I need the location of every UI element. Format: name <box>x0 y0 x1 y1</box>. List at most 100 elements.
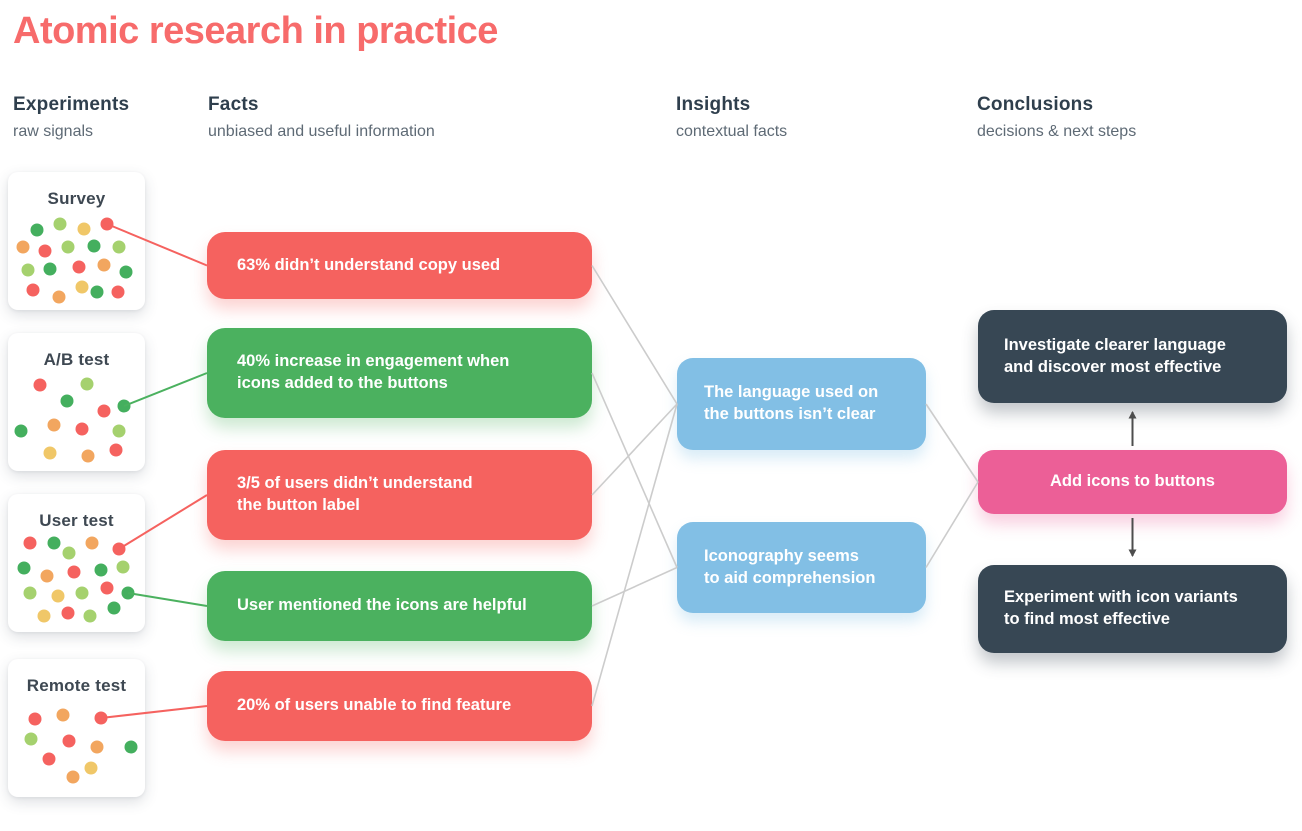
column-header-facts: Facts unbiased and useful information <box>208 94 435 141</box>
experiment-link-dot <box>117 399 131 413</box>
column-subtitle: raw signals <box>13 123 94 140</box>
conclusion-box-experiment: Experiment with icon variants to find mo… <box>978 565 1287 653</box>
experiment-dot <box>109 443 123 457</box>
connector-line <box>591 403 678 707</box>
experiment-dot <box>112 240 126 254</box>
conclusion-box-add-icons: Add icons to buttons <box>978 450 1287 514</box>
experiment-link-dot <box>100 217 114 231</box>
experiment-dot <box>23 586 37 600</box>
experiment-dot <box>75 422 89 436</box>
experiment-dot <box>112 424 126 438</box>
experiment-dot <box>62 734 76 748</box>
experiment-dot <box>42 752 56 766</box>
conclusion-text: Add icons to buttons <box>1050 472 1215 491</box>
column-subtitle: contextual facts <box>676 123 788 140</box>
experiment-dot <box>80 377 94 391</box>
fact-box-1: 63% didn’t understand copy used <box>207 232 592 299</box>
column-subtitle: unbiased and useful information <box>208 123 435 140</box>
column-subtitle: decisions & next steps <box>977 123 1137 140</box>
experiment-card-title: User test <box>39 511 114 530</box>
fact-text: 40% increase in engagement when icons ad… <box>237 352 510 392</box>
experiment-dot <box>66 770 80 784</box>
fact-box-4: User mentioned the icons are helpful <box>207 571 592 641</box>
conclusion-text: Experiment with icon variants to find mo… <box>1004 588 1238 628</box>
experiment-dot <box>67 565 81 579</box>
experiment-card-title: Remote test <box>26 676 127 695</box>
experiment-dot <box>52 290 66 304</box>
experiment-card-survey: Survey <box>8 172 145 310</box>
experiment-dot <box>16 240 30 254</box>
experiment-dot <box>107 601 121 615</box>
experiment-dot <box>33 378 47 392</box>
fact-box-2: 40% increase in engagement when icons ad… <box>207 328 592 418</box>
page-title: Atomic research in practice <box>13 10 498 52</box>
experiment-dot <box>116 560 130 574</box>
experiment-dot <box>60 394 74 408</box>
experiment-dot <box>40 569 54 583</box>
column-title: Experiments <box>13 94 130 115</box>
experiment-dot <box>97 258 111 272</box>
connector-line <box>591 265 678 405</box>
experiment-dot <box>75 586 89 600</box>
fact-box-3: 3/5 of users didn’t understand the butto… <box>207 450 592 540</box>
experiment-dot <box>85 536 99 550</box>
experiment-dot <box>28 712 42 726</box>
experiment-dot <box>124 740 138 754</box>
connector-line <box>925 403 979 483</box>
insight-box-2: Iconography seems to aid comprehension <box>677 522 926 613</box>
experiment-dot <box>51 589 65 603</box>
experiment-dot <box>77 222 91 236</box>
connector-line <box>925 481 979 568</box>
fact-text: 3/5 of users didn’t understand the butto… <box>237 474 473 514</box>
column-header-insights: Insights contextual facts <box>676 94 787 141</box>
insight-text: Iconography seems to aid comprehension <box>704 546 876 587</box>
experiment-dot <box>75 280 89 294</box>
experiment-card-title: A/B test <box>43 350 110 369</box>
conclusion-box-investigate: Investigate clearer language and discove… <box>978 310 1287 403</box>
experiment-dot <box>53 217 67 231</box>
insight-text: The language used on the buttons isn’t c… <box>704 383 879 423</box>
experiment-dot <box>72 260 86 274</box>
experiment-dot <box>83 609 97 623</box>
experiment-dot <box>61 240 75 254</box>
column-title: Insights <box>676 94 751 115</box>
experiment-dot <box>97 404 111 418</box>
experiment-dot <box>84 761 98 775</box>
experiment-dot <box>21 263 35 277</box>
column-title: Facts <box>208 94 259 115</box>
experiment-dot <box>111 285 125 299</box>
fact-box-5: 20% of users unable to find feature <box>207 671 592 741</box>
fact-text: 63% didn’t understand copy used <box>237 255 501 274</box>
column-header-experiments: Experiments raw signals <box>13 94 129 141</box>
fact-text: 20% of users unable to find feature <box>237 696 512 715</box>
experiment-dot <box>90 740 104 754</box>
experiment-dot <box>26 283 40 297</box>
experiment-card-remote-test: Remote test <box>8 659 145 797</box>
experiment-dot <box>47 536 61 550</box>
experiment-dot <box>94 563 108 577</box>
connector-line <box>591 372 678 568</box>
experiment-card-title: Survey <box>47 189 106 208</box>
experiment-link-dot <box>112 542 126 556</box>
experiment-dot <box>38 244 52 258</box>
experiment-dot <box>43 262 57 276</box>
experiment-dot <box>119 265 133 279</box>
experiment-dot <box>56 708 70 722</box>
column-header-conclusions: Conclusions decisions & next steps <box>977 94 1136 141</box>
fact-text: User mentioned the icons are helpful <box>237 596 527 615</box>
experiment-dot <box>30 223 44 237</box>
experiment-dot <box>24 732 38 746</box>
experiment-card-user-test: User test <box>8 494 145 632</box>
connector-line <box>591 566 678 607</box>
experiment-dot <box>43 446 57 460</box>
conclusion-text: Investigate clearer language and discove… <box>1004 335 1226 376</box>
experiment-card-ab-test: A/B test <box>8 333 145 471</box>
experiment-dot <box>87 239 101 253</box>
experiment-dot <box>17 561 31 575</box>
experiment-link-dot <box>121 586 135 600</box>
experiment-link-dot <box>94 711 108 725</box>
experiment-dot <box>23 536 37 550</box>
experiment-dot <box>100 581 114 595</box>
connector-line <box>591 403 678 496</box>
